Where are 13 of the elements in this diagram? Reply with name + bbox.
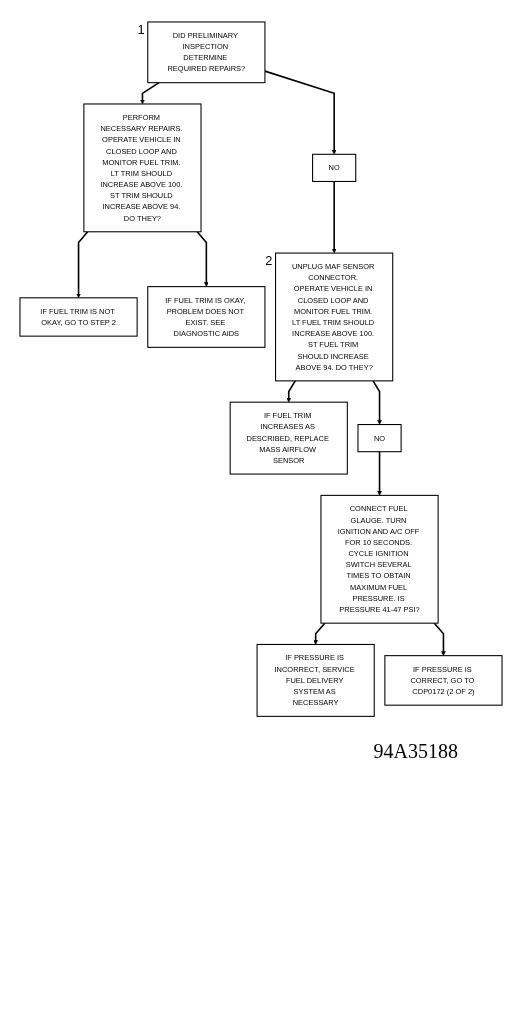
step-number: 2 <box>265 252 273 268</box>
arrow <box>196 231 209 287</box>
step-number: 1 <box>137 21 145 37</box>
arrow <box>140 81 160 105</box>
arrow <box>76 231 89 298</box>
arrow <box>313 622 326 645</box>
figure-number: 94A35188 <box>373 740 458 764</box>
arrow <box>264 70 337 155</box>
arrow <box>433 622 446 656</box>
arrow <box>286 380 297 403</box>
arrow <box>372 380 382 425</box>
arrow <box>331 180 337 254</box>
arrow <box>377 450 382 496</box>
